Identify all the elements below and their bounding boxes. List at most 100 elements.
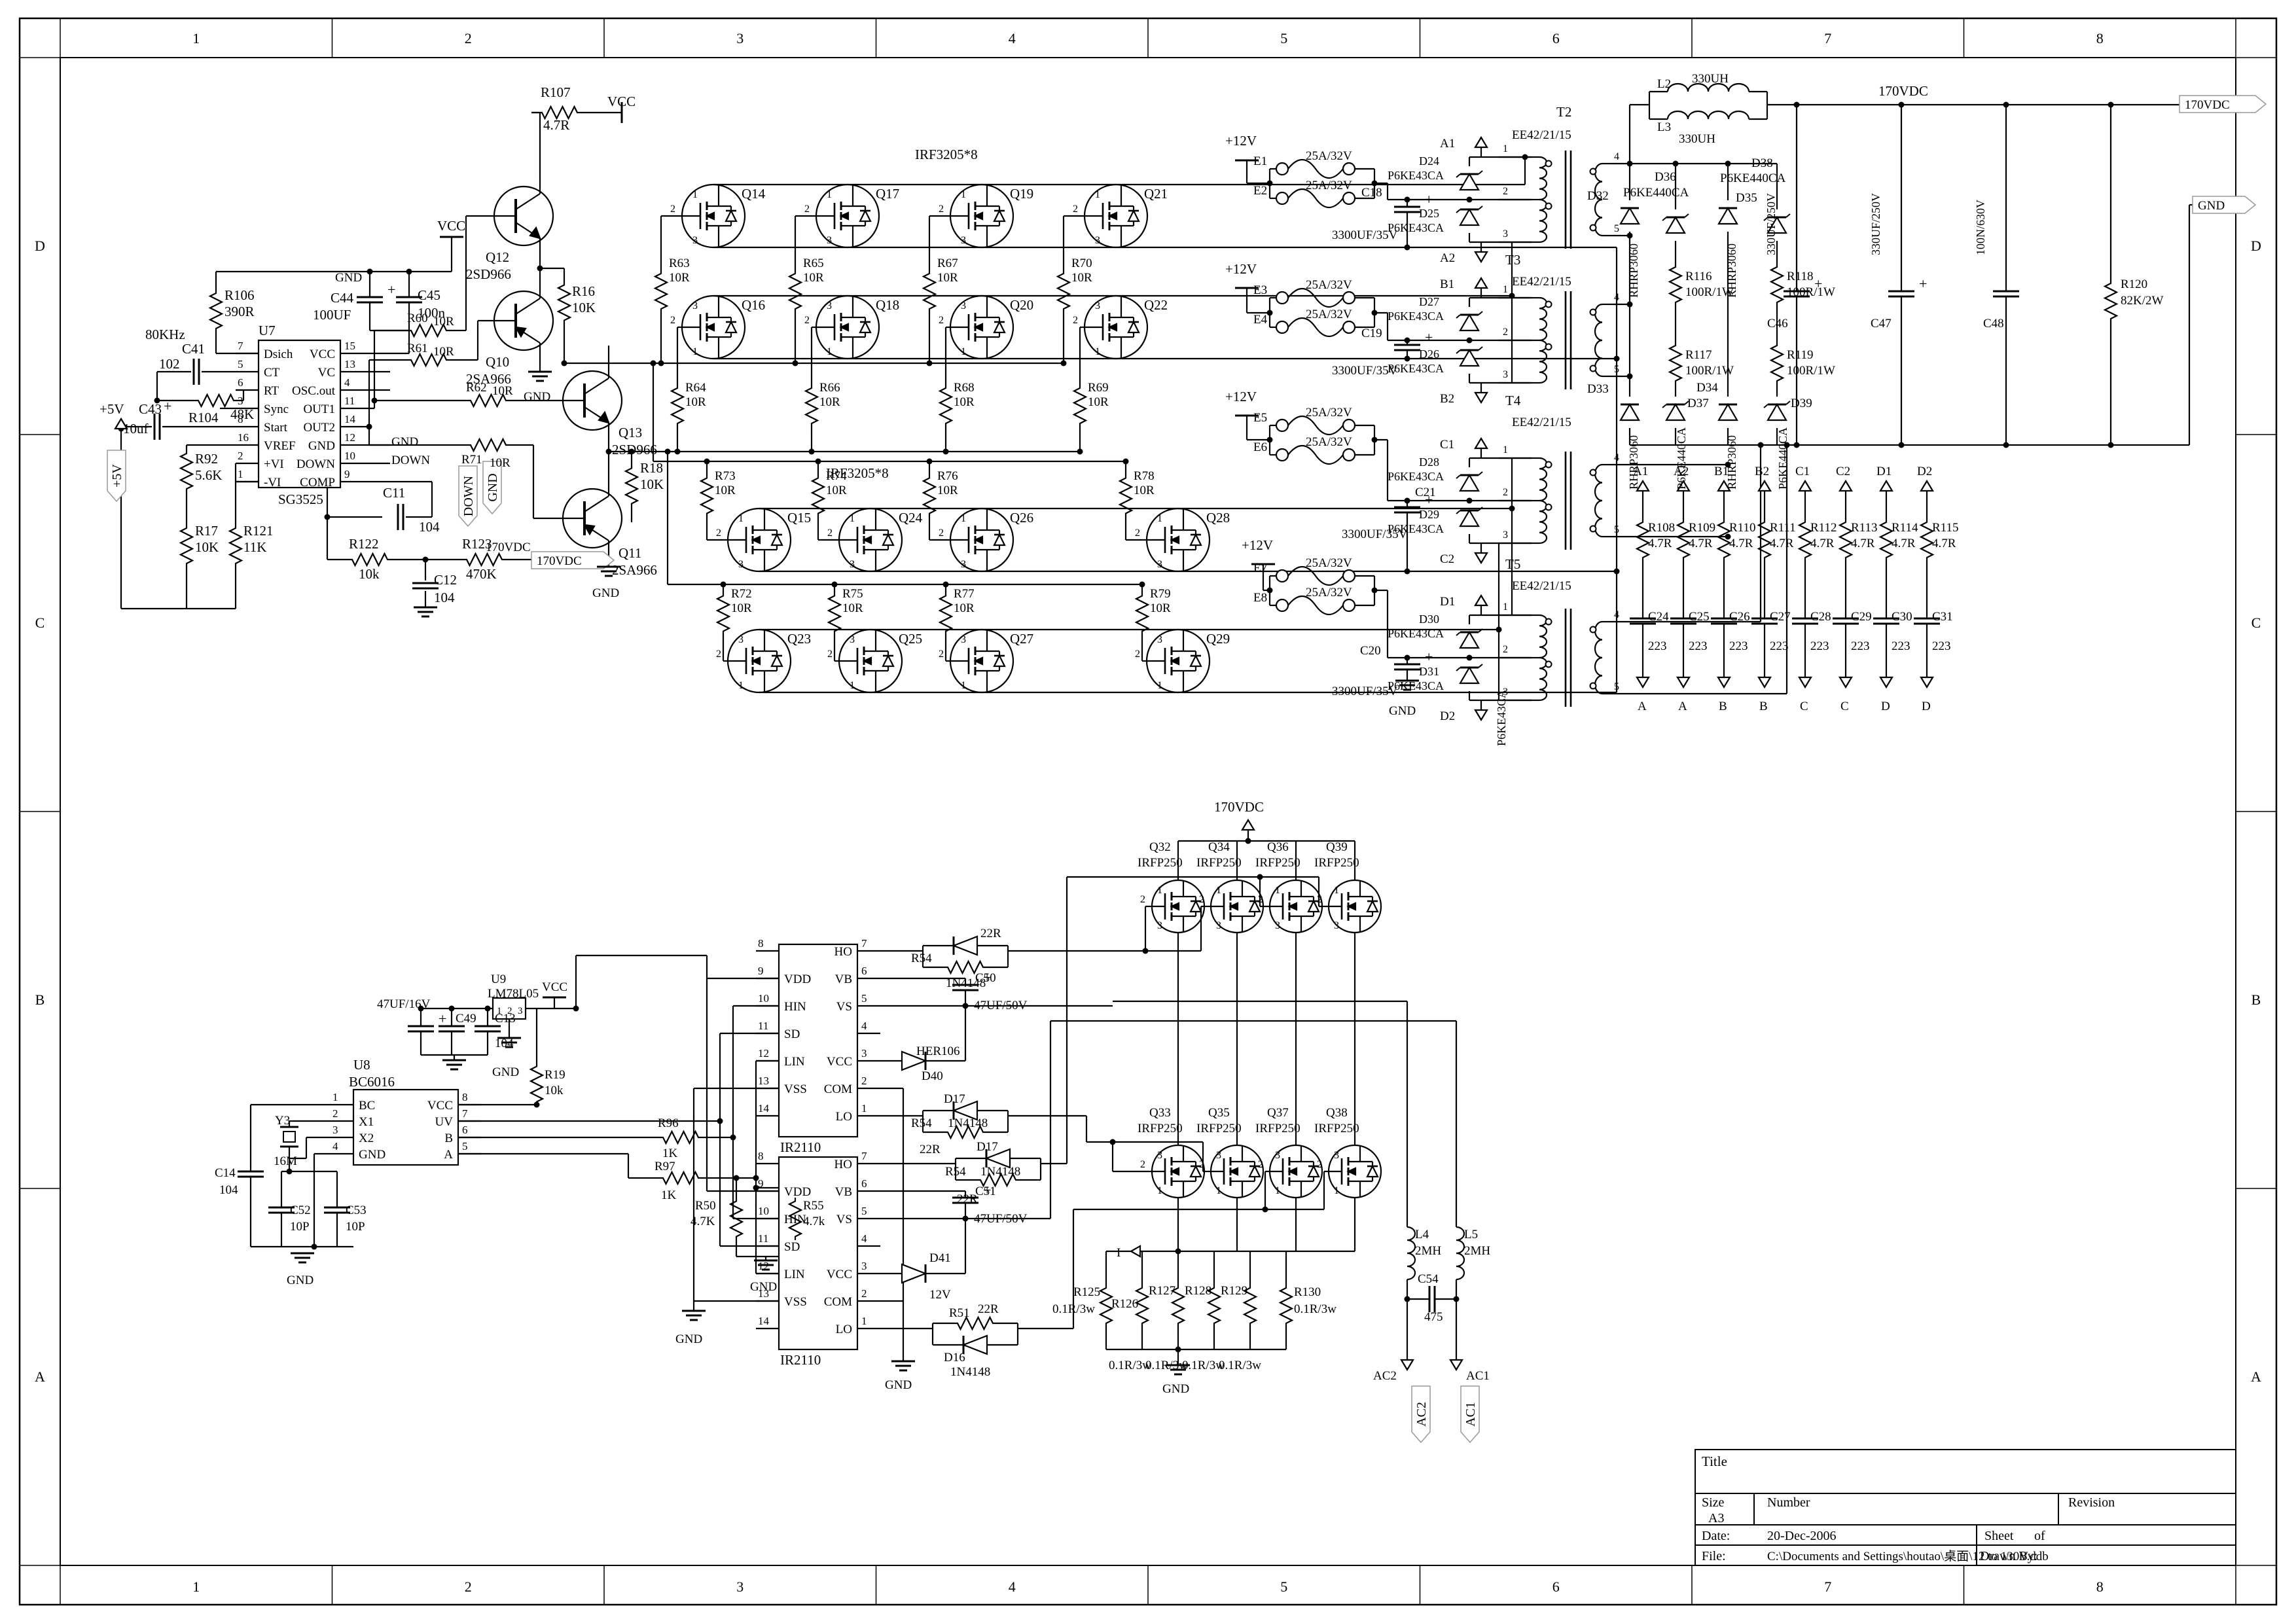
svg-text:Date:: Date:	[1702, 1529, 1730, 1543]
gnd-u9	[497, 1037, 521, 1048]
svg-text:1: 1	[850, 680, 855, 691]
label-2mh: 2MH	[1464, 1244, 1490, 1258]
svg-text:-VI: -VI	[264, 476, 281, 490]
label-c43: C43	[139, 401, 162, 417]
label-22r: 22R	[980, 927, 1001, 940]
gnd-r50r55	[754, 1259, 778, 1271]
mosfet-Q22: 321	[1073, 294, 1149, 360]
label-p6ke440ca: P6KE440CA	[1623, 186, 1689, 200]
label-r104: R104	[188, 410, 219, 425]
label-t2: T2	[1556, 104, 1571, 120]
label-d34: D34	[1696, 381, 1718, 395]
svg-text:4: 4	[1614, 609, 1619, 620]
label-223: 223	[1770, 639, 1789, 653]
label-r71: R71	[461, 453, 482, 467]
label-10r: 10R	[490, 456, 511, 470]
svg-text:AC1: AC1	[1463, 1402, 1478, 1427]
svg-text:3: 3	[692, 300, 698, 312]
resistor-R18	[624, 465, 639, 507]
label-4.7r: 4.7R	[543, 117, 569, 133]
label-10r: 10R	[492, 384, 513, 398]
tag-down: DOWN	[458, 465, 478, 527]
label-4.7r: 4.7R	[1770, 537, 1794, 550]
svg-text:1: 1	[192, 1578, 200, 1595]
svg-text:B2: B2	[1755, 465, 1769, 478]
diode-D33	[1619, 402, 1640, 421]
label-c53: C53	[346, 1204, 367, 1217]
resistor-R114	[1878, 517, 1894, 563]
label-irf32058: IRF3205*8	[915, 147, 978, 162]
svg-text:10: 10	[758, 1205, 769, 1217]
inductor-L2-L3	[1648, 82, 1768, 120]
svg-text:C2: C2	[1440, 552, 1454, 566]
diode-D17-2	[951, 1100, 978, 1121]
diode-D31	[1456, 664, 1483, 685]
svg-text:7: 7	[861, 937, 867, 950]
label-25a32v: 25A/32V	[1306, 406, 1352, 419]
gnd-c20	[1395, 679, 1419, 691]
label-p6ke43ca: P6KE43CA	[1388, 679, 1444, 692]
label-4.7k: 4.7K	[691, 1215, 715, 1228]
label-10r: 10R	[954, 395, 975, 409]
capacitor-C45	[396, 296, 422, 304]
svg-text:3: 3	[961, 235, 966, 246]
label-16m: 16M	[274, 1154, 297, 1168]
svg-text:2: 2	[716, 527, 721, 539]
label-r64: R64	[685, 381, 706, 395]
label-c26: C26	[1729, 610, 1750, 624]
svg-text:GND: GND	[486, 473, 500, 501]
svg-text:5: 5	[462, 1140, 468, 1152]
svg-text:1: 1	[961, 189, 966, 200]
label-u9: U9	[491, 972, 506, 986]
label-vcc: VCC	[542, 980, 567, 994]
svg-text:2: 2	[1140, 894, 1145, 905]
port-A1-snub: A1	[1633, 465, 1650, 492]
label-330uf250v: 330UF/250V	[1765, 193, 1778, 255]
svg-text:A: A	[2251, 1368, 2261, 1385]
svg-text:of: of	[2034, 1529, 2045, 1543]
svg-text:HO: HO	[834, 945, 852, 959]
svg-text:UV: UV	[435, 1115, 454, 1129]
svg-text:OUT1: OUT1	[303, 402, 335, 416]
svg-text:Sync: Sync	[264, 402, 289, 416]
svg-text:SD: SD	[784, 1027, 800, 1041]
label-vcc: VCC	[437, 218, 465, 234]
resistor-R96	[653, 1130, 709, 1145]
label-l4: L4	[1415, 1228, 1429, 1241]
capacitor-C13	[475, 1025, 501, 1033]
label-223: 223	[1892, 639, 1910, 653]
svg-text:C2: C2	[1836, 465, 1850, 478]
svg-text:2: 2	[465, 1578, 472, 1595]
svg-text:B1: B1	[1714, 465, 1729, 478]
diode-D24	[1456, 170, 1483, 191]
fuse-E1	[1275, 158, 1356, 179]
label-1n4148: 1N4148	[946, 976, 986, 990]
label-r119: R119	[1787, 348, 1813, 362]
svg-text:3: 3	[738, 559, 744, 570]
label-ee422115: EE42/21/15	[1512, 128, 1571, 142]
svg-text:3: 3	[692, 235, 698, 246]
mosfet-Q35: 321	[1199, 1144, 1265, 1199]
resistor-R130	[1278, 1276, 1294, 1335]
capacitor-C26	[1711, 617, 1737, 625]
label-ee422115: EE42/21/15	[1512, 416, 1571, 429]
svg-text:B: B	[35, 991, 45, 1008]
label-q20: Q20	[1010, 297, 1033, 313]
resistor-R120	[2103, 275, 2119, 327]
label-e5: E5	[1253, 411, 1267, 425]
mosfet-Q37: 321	[1258, 1144, 1323, 1199]
svg-text:HO: HO	[834, 1158, 852, 1171]
gnd-sense	[1166, 1364, 1190, 1376]
svg-text:5: 5	[1614, 364, 1619, 375]
svg-text:5: 5	[1280, 30, 1287, 46]
label-47uf50v: 47UF/50V	[974, 1212, 1028, 1226]
svg-text:2: 2	[1140, 1159, 1145, 1170]
label-q35: Q35	[1208, 1106, 1230, 1120]
svg-text:C1: C1	[1795, 465, 1810, 478]
label-223: 223	[1851, 639, 1870, 653]
label-10r: 10R	[433, 345, 454, 359]
port-B1: B1	[1440, 276, 1488, 291]
label-2mh: 2MH	[1415, 1244, 1441, 1258]
